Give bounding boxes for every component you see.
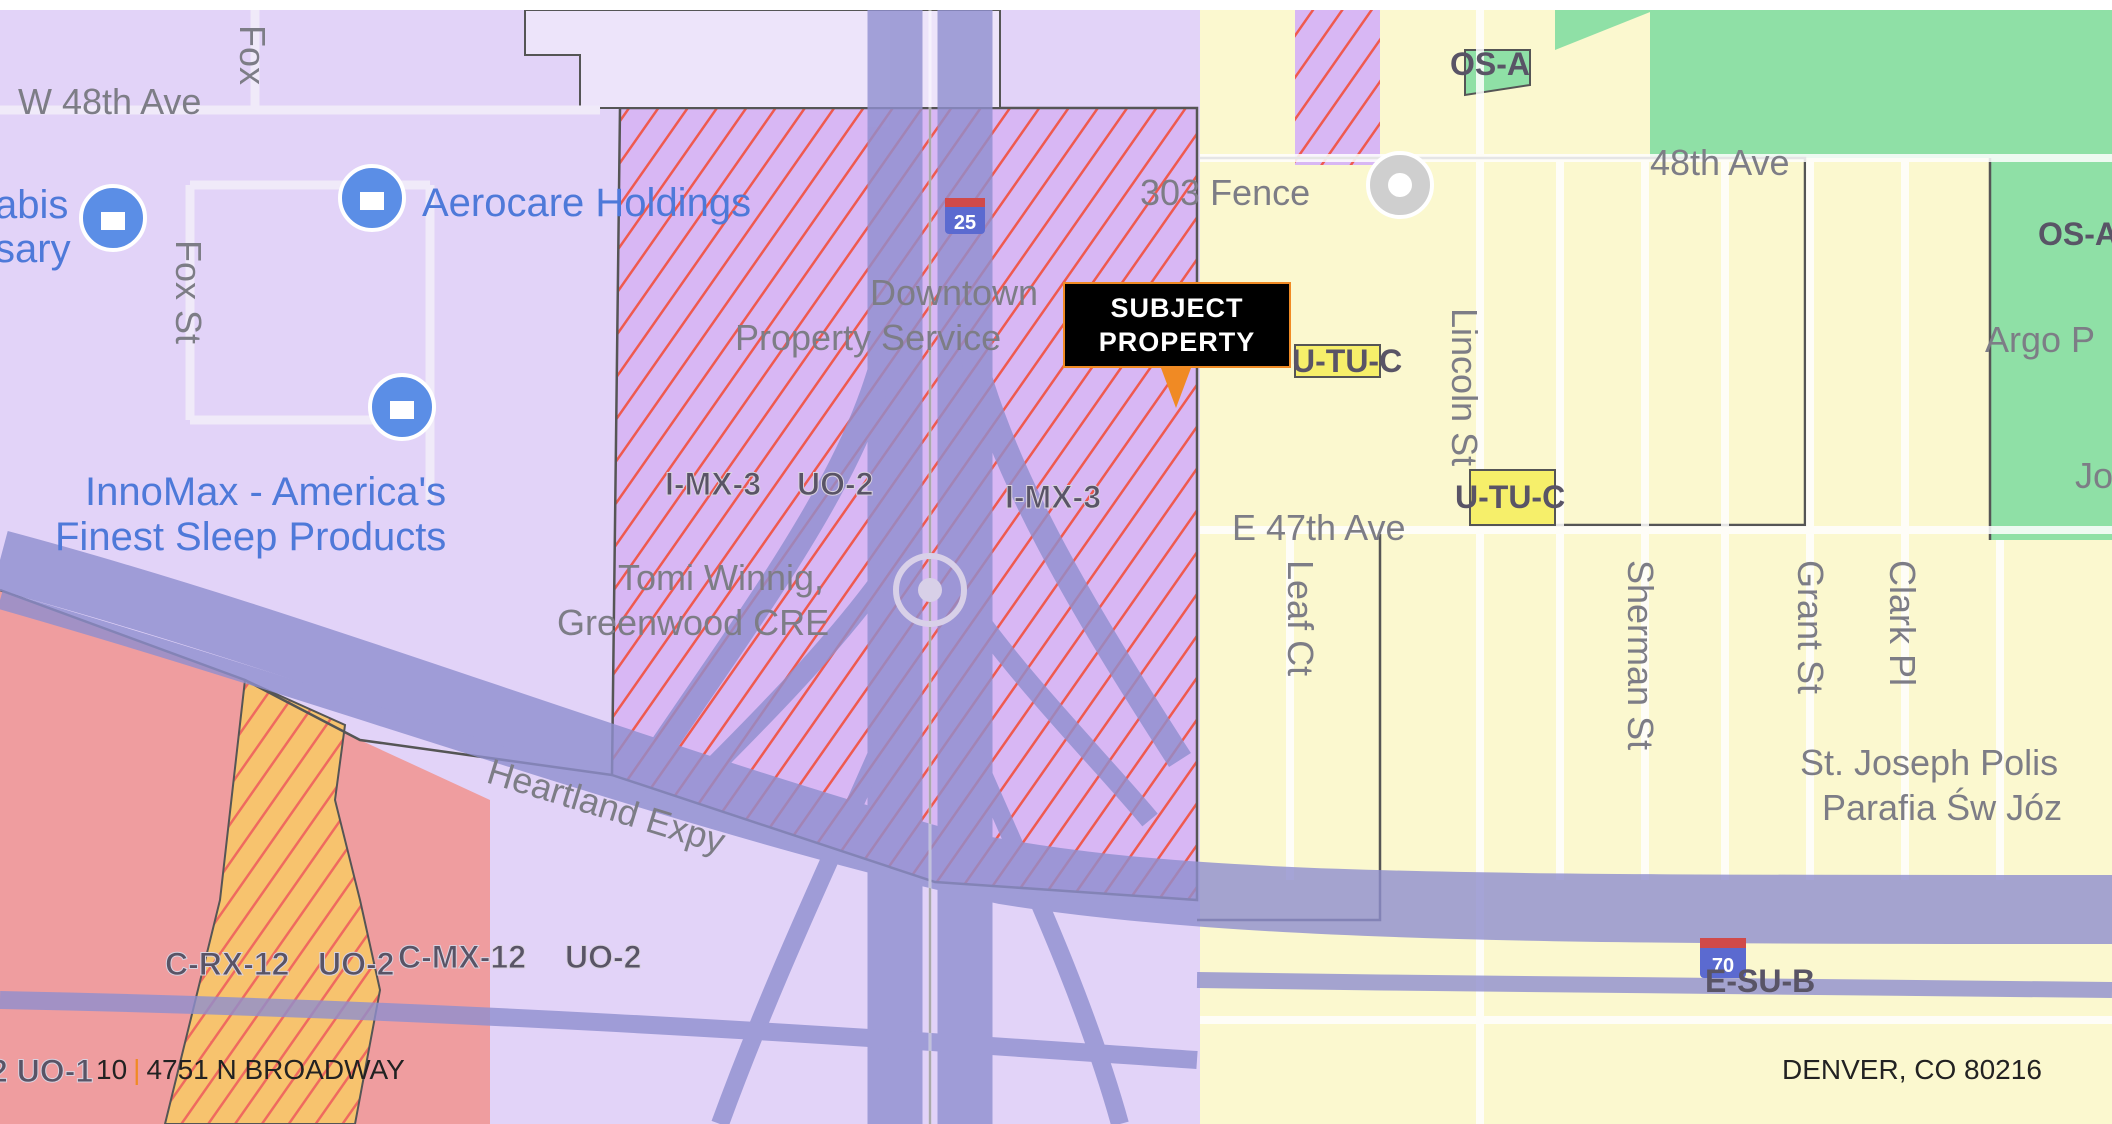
- innomax-poi-icon[interactable]: [368, 373, 436, 441]
- hatched-strip-top-lines: [1295, 10, 1380, 165]
- street-label-e47th: E 47th Ave: [1232, 507, 1405, 548]
- poi-label-argo: Argo P: [1985, 319, 2095, 360]
- zone-label-uo2-bl: UO-2: [318, 946, 394, 982]
- footer-address: 4751 N BROADWAY: [146, 1054, 405, 1085]
- poi-label-innomax-2: Finest Sleep Products: [55, 515, 446, 559]
- i70-shield-icon: 70: [1700, 938, 1746, 978]
- zone-label-crx12: C-RX-12: [165, 946, 289, 982]
- street-label-lincoln: Lincoln St: [1444, 308, 1485, 466]
- u-tu-c-zone-2: [1469, 469, 1556, 526]
- zone-label-imx3-left: I-MX-3: [665, 466, 761, 502]
- svg-text:70: 70: [1712, 955, 1734, 977]
- poi-label-stjoseph-1: St. Joseph Polis: [1800, 742, 2058, 783]
- zone-label-utuc-1: U-TU-C: [1292, 343, 1402, 379]
- footer-page-info: 10|4751 N BROADWAY: [96, 1054, 405, 1086]
- tomi-poi-icon[interactable]: [893, 553, 967, 627]
- zone-label-uo1: 2 UO-1: [0, 1053, 93, 1089]
- poi-label-tomi-2: Greenwood CRE: [557, 602, 829, 643]
- street-label-sherman: Sherman St: [1620, 560, 1661, 750]
- zone-label-imx3-right: I-MX-3: [1005, 479, 1101, 515]
- poi-label-stjoseph-2: Parafia Św Józ: [1822, 786, 2062, 828]
- callout-line-1: SUBJECT: [1110, 293, 1244, 323]
- i25-shield-icon: 25: [945, 198, 985, 234]
- zone-label-esub: E-SU-B: [1705, 963, 1815, 999]
- open-space-zone: [1650, 10, 2112, 540]
- footer-city: DENVER, CO 80216: [1782, 1054, 2042, 1085]
- residential-street-grid: [1200, 10, 2112, 1124]
- zone-label-os-a-right: OS-A: [2038, 216, 2112, 252]
- street-label-grant: Grant St: [1790, 560, 1831, 694]
- subject-property-callout: SUBJECT PROPERTY: [1063, 282, 1291, 368]
- subject-property-pin-icon: [1161, 368, 1191, 408]
- svg-text:25: 25: [954, 212, 976, 234]
- poi-label-tomi-1: Tomi Winnig,: [618, 557, 824, 598]
- poi-label-cannabis-1: abis: [0, 183, 68, 227]
- footer-separator: |: [133, 1054, 141, 1085]
- zone-label-uo2-bm: UO-2: [565, 939, 641, 975]
- aerocare-poi-icon[interactable]: [338, 164, 406, 232]
- street-label-fox-top: Fox: [232, 25, 273, 85]
- page-number: 10: [96, 1054, 128, 1085]
- zone-label-uo2-mid: UO-2: [797, 466, 873, 502]
- street-label-e48th: 48th Ave: [1650, 142, 1789, 183]
- poi-label-cannabis-2: sary: [0, 227, 71, 271]
- zoning-map[interactable]: 25 70 W 48th Ave Fox Fox St 48th Ave E 4…: [0, 10, 2112, 1124]
- zone-label-os-a-top: OS-A: [1450, 46, 1530, 82]
- zone-label-cmx12: C-MX-12: [398, 939, 526, 975]
- poi-label-jo: Jo: [2075, 455, 2112, 496]
- residential-zone: [1200, 10, 2112, 1124]
- callout-line-2: PROPERTY: [1098, 327, 1256, 357]
- cannabis-poi-icon[interactable]: [79, 184, 147, 252]
- open-space-zone-small: [1555, 10, 1655, 50]
- street-label-fox-st: Fox St: [168, 240, 209, 344]
- poi-label-aerocare: Aerocare Holdings: [422, 181, 751, 225]
- poi-label-downtown-1: Downtown: [870, 272, 1038, 313]
- poi-label-innomax-1: InnoMax - America's: [85, 470, 446, 514]
- street-label-clark: Clark Pl: [1882, 560, 1923, 686]
- u-tu-c-zone-1: [1294, 344, 1381, 378]
- highway-network: [0, 10, 2112, 1124]
- fence-poi-icon[interactable]: [1366, 151, 1434, 219]
- poi-label-downtown-2: Property Service: [735, 317, 1001, 358]
- street-label-w48th: W 48th Ave: [18, 81, 201, 122]
- street-label-leaf: Leaf Ct: [1280, 560, 1321, 676]
- zone-label-utuc-2: U-TU-C: [1455, 479, 1565, 515]
- poi-label-fence: 303 Fence: [1140, 172, 1310, 213]
